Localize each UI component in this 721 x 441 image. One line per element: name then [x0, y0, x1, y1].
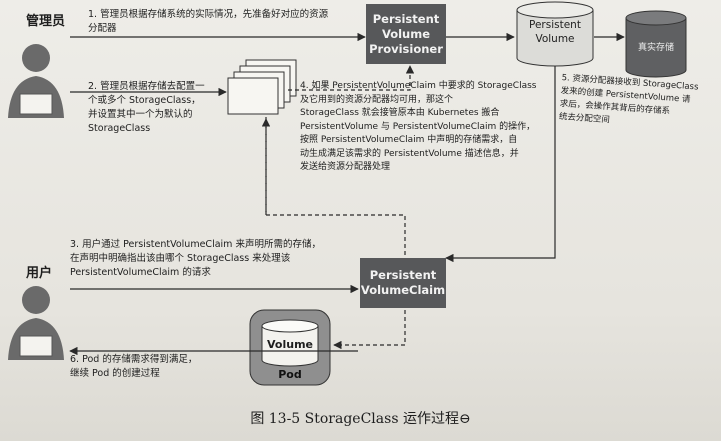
- provisioner-node: Persistent Volume Provisioner: [366, 4, 446, 64]
- volume-label: Volume: [267, 338, 313, 351]
- step-6-text: 6. Pod 的存储需求得到满足， 继续 Pod 的创建过程: [70, 354, 198, 379]
- pod-label: Pod: [278, 368, 302, 381]
- figure-caption: 图 13-5 StorageClass 运作过程⊖: [250, 411, 471, 427]
- admin-person-icon: [8, 44, 64, 118]
- step-2-text: 2. 管理员根据存储去配置一 个或多个 StorageClass， 并设置其中一…: [88, 81, 205, 134]
- volume-cylinder-icon: [261, 319, 319, 367]
- admin-role-label: 管理员: [26, 14, 66, 29]
- storageclass-stack-icon: [227, 59, 297, 115]
- user-role-label: 用户: [26, 266, 53, 281]
- pv-label: Persistent Volume: [529, 19, 581, 45]
- real-storage-cylinder-icon: [625, 10, 687, 78]
- step-4-text: 4. 如果 PersistentVolumeClaim 中要求的 Storage…: [300, 81, 537, 172]
- step-1-text: 1. 管理员根据存储系统的实际情况，先准备好对应的资源 分配器: [88, 9, 329, 34]
- step-3-text: 3. 用户通过 PersistentVolumeClaim 来声明所需的存储， …: [70, 239, 321, 278]
- step-5-text: 5. 资源分配器接收到 StorageClass 发来的创建 Persisten…: [558, 72, 699, 126]
- user-person-icon: [8, 286, 64, 360]
- real-storage-label: 真实存储: [637, 43, 674, 53]
- pvc-node: Persistent VolumeClaim: [360, 258, 446, 308]
- pv-cylinder-icon: [516, 1, 594, 67]
